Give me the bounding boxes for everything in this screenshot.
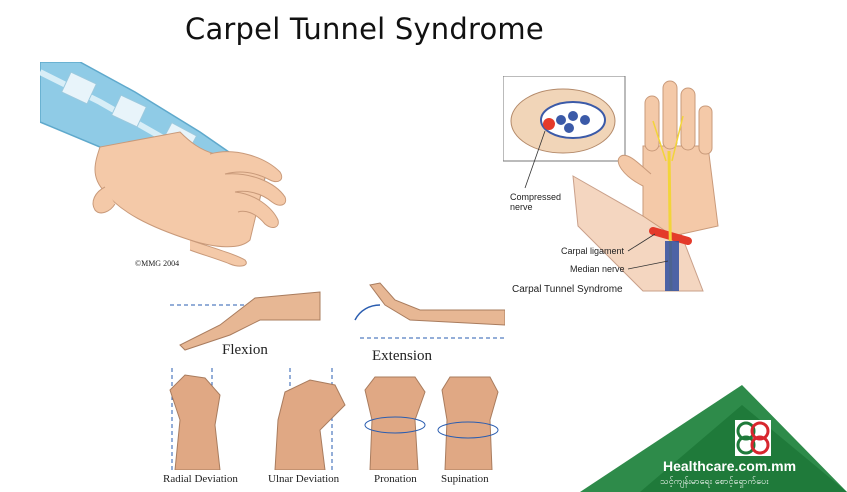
supination-figure bbox=[437, 376, 499, 470]
pronation-figure bbox=[364, 376, 426, 470]
radial-deviation-label: Radial Deviation bbox=[163, 473, 238, 485]
ulnar-deviation-figure bbox=[274, 368, 346, 470]
pronation-label: Pronation bbox=[374, 473, 417, 485]
copyright-label: ©MMG 2004 bbox=[135, 259, 180, 268]
radial-deviation-figure bbox=[169, 368, 221, 470]
supination-label: Supination bbox=[441, 473, 489, 485]
brand-tagline: သင့်ကျန်းမာရေး စောင့်ရှောက်ပေး bbox=[660, 477, 769, 487]
ulnar-deviation-label: Ulnar Deviation bbox=[268, 473, 340, 485]
extension-figure bbox=[354, 282, 505, 339]
extension-label: Extension bbox=[372, 348, 432, 364]
carpal-ligament-label: Carpal ligament bbox=[561, 246, 625, 256]
brand-name: Healthcare.com.mm bbox=[663, 458, 797, 474]
wrist-splint-illustration bbox=[40, 62, 287, 267]
flexion-figure bbox=[170, 291, 321, 351]
healthcare-logo-icon bbox=[735, 420, 771, 456]
flexion-label: Flexion bbox=[222, 342, 268, 358]
page-title: Carpel Tunnel Syndrome bbox=[185, 12, 544, 46]
carpal-tunnel-anatomy-illustration bbox=[503, 76, 719, 292]
median-nerve-label: Median nerve bbox=[570, 264, 625, 274]
wrist-motions-illustration bbox=[169, 282, 505, 470]
anatomy-caption: Carpal Tunnel Syndrome bbox=[512, 284, 623, 295]
compressed-nerve-label: Compressed nerve bbox=[510, 192, 562, 212]
